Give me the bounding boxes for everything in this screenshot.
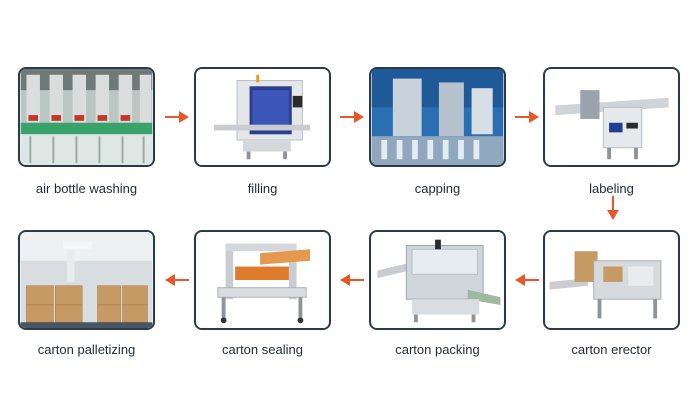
step-label-carton-palletizing: carton palletizing [37,342,136,357]
bottle-washing-machine-picture [20,69,153,165]
step-carton-palletizing-image [18,230,155,330]
step-label-capping: capping [414,181,461,196]
carton-sealing-machine-picture [196,232,329,328]
labeling-machine-picture [545,69,678,165]
carton-palletizing-picture [20,232,153,328]
filling-machine-picture [196,69,329,165]
step-carton-erector-image [543,230,680,330]
arrow-down-icon [606,196,620,220]
arrow-left-icon [165,273,189,287]
step-filling-image [194,67,331,167]
step-label-carton-packing: carton packing [395,342,480,357]
step-label-filling: filling [247,181,278,196]
step-carton-sealing-image [194,230,331,330]
arrow-left-icon [340,273,364,287]
step-labeling-image [543,67,680,167]
step-capping-image [369,67,506,167]
carton-packing-machine-picture [371,232,504,328]
carton-erector-machine-picture [545,232,678,328]
step-label-carton-erector: carton erector [571,342,652,357]
step-label-labeling: labeling [589,181,634,196]
step-carton-packing-image [369,230,506,330]
arrow-right-icon [340,110,364,124]
capping-machine-picture [371,69,504,165]
step-air-bottle-washing-image [18,67,155,167]
step-label-air-bottle-washing: air bottle washing [35,181,138,196]
arrow-left-icon [515,273,539,287]
arrow-right-icon [515,110,539,124]
arrow-right-icon [165,110,189,124]
step-label-carton-sealing: carton sealing [222,342,303,357]
